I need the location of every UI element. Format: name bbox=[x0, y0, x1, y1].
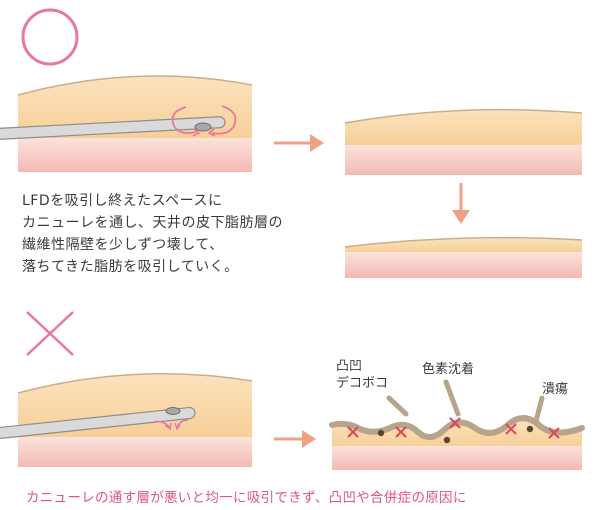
bumps-label-line: デコボコ bbox=[336, 376, 389, 391]
muscle-layer bbox=[345, 252, 582, 278]
description-line: 繊維性隔壁を少しずつ壊して、 bbox=[22, 237, 224, 253]
muscle-layer bbox=[332, 446, 582, 470]
cannula-hole bbox=[165, 407, 181, 415]
cannula-hole bbox=[194, 122, 212, 132]
irregular-skin-surface bbox=[332, 418, 582, 446]
arrow-down-icon bbox=[452, 183, 470, 224]
muscle-layer bbox=[18, 138, 252, 172]
bad-cross-icon bbox=[26, 311, 74, 356]
description-line: LFDを吸引し終えたスペースに bbox=[22, 193, 223, 209]
leader-line bbox=[386, 395, 409, 417]
pigment-dot bbox=[526, 425, 534, 433]
good-method-description: LFDを吸引し終えたスペースに カニューレを通し、天井の皮下脂肪層の 繊維性隔壁… bbox=[22, 190, 322, 278]
fat-layer bbox=[345, 237, 582, 252]
description-line: カニューレを通し、天井の皮下脂肪層の bbox=[22, 215, 283, 231]
cannula bbox=[0, 406, 196, 439]
suction-arrow-icon bbox=[153, 420, 171, 429]
suction-arrow-icon bbox=[176, 419, 189, 429]
bad-result-panel bbox=[329, 379, 585, 470]
arrow-right-icon bbox=[274, 134, 324, 152]
good-final-panel bbox=[344, 236, 583, 278]
suction-arrow-icon bbox=[171, 106, 197, 135]
bumps-label-line: 凸凹 bbox=[336, 359, 363, 374]
pigment-dot bbox=[377, 429, 385, 437]
damage-x-icon bbox=[347, 417, 560, 439]
suction-arrow-icon bbox=[211, 105, 237, 135]
pigmentation-label: 色素沈着 bbox=[422, 362, 475, 377]
fat-layer bbox=[345, 109, 582, 145]
leader-line bbox=[443, 379, 461, 417]
pigment-dot bbox=[443, 436, 451, 444]
ulcer-label: 潰瘍 bbox=[542, 382, 569, 397]
arrow-right-icon bbox=[274, 430, 316, 448]
muscle-layer bbox=[18, 437, 252, 467]
bad-before-panel bbox=[0, 373, 253, 467]
leader-line bbox=[533, 395, 545, 424]
muscle-layer bbox=[345, 145, 582, 175]
good-circle-icon bbox=[21, 8, 79, 66]
good-before-panel bbox=[0, 75, 253, 172]
good-after-panel bbox=[344, 108, 583, 175]
bad-method-caption: カニューレの通す層が悪いと均一に吸引できず、凸凹や合併症の原因に bbox=[26, 490, 467, 506]
description-line: 落ちてきた脂肪を吸引していく。 bbox=[22, 259, 239, 275]
bumps-label: 凸凹 デコボコ bbox=[336, 358, 388, 392]
fibrous-septum bbox=[329, 415, 585, 440]
cannula bbox=[0, 116, 226, 140]
